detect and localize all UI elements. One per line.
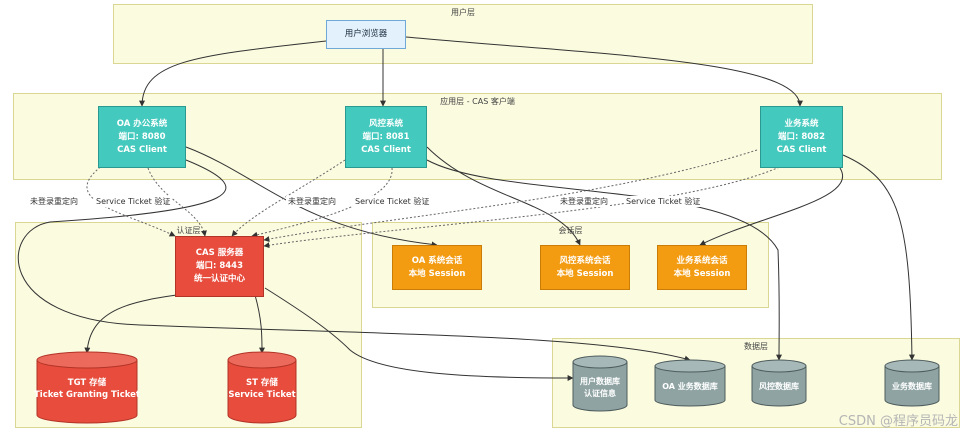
risk-session-node: 风控系统会话 本地 Session	[540, 245, 630, 290]
edge-label-redirect-oa: 未登录重定向	[28, 196, 80, 207]
edge-cas-st	[254, 294, 265, 354]
business-database-db	[884, 359, 940, 407]
edge-browser-biz	[405, 36, 803, 107]
st-storage-title: ST 存储	[246, 378, 278, 388]
risk-system-node: 风控系统 端口: 8081 CAS Client	[345, 106, 427, 168]
edge-label-redirect-biz: 未登录重定向	[558, 196, 610, 207]
cas-server-port: 端口: 8443	[195, 261, 244, 271]
edge-biz-validate	[263, 161, 791, 249]
user-layer: 用户层	[113, 4, 813, 64]
user-browser-node: 用户浏览器	[326, 20, 406, 49]
risk-session-name: 风控系统会话	[559, 255, 611, 266]
risk-system-name: 风控系统	[368, 118, 403, 129]
edge-oa-validate	[147, 167, 207, 237]
business-system-name: 业务系统	[784, 118, 819, 129]
edge-biz-redirect	[263, 149, 758, 242]
oa-system-node: OA 办公系统 端口: 8080 CAS Client	[98, 106, 186, 168]
oa-system-client: CAS Client	[117, 144, 167, 155]
st-storage-db	[227, 351, 297, 424]
edge-label-validate-risk: Service Ticket 验证	[353, 196, 432, 207]
edge-risk-db	[426, 159, 783, 361]
edge-cas-userdb	[264, 287, 574, 381]
st-storage-label: ST 存储 Service Ticket	[224, 372, 300, 406]
data-layer-title: 数据层	[744, 342, 768, 351]
edge-label-validate-oa: Service Ticket 验证	[94, 196, 173, 207]
business-system-node: 业务系统 端口: 8082 CAS Client	[760, 106, 843, 168]
user-database-subtitle: 认证信息	[584, 389, 616, 398]
risk-system-port: 端口: 8081	[362, 131, 410, 142]
oa-session-type: 本地 Session	[408, 268, 466, 279]
user-layer-title: 用户层	[451, 8, 475, 17]
oa-business-db-label: OA 业务数据库	[650, 375, 730, 399]
oa-system-port: 端口: 8080	[118, 131, 166, 142]
oa-business-db-title: OA 业务数据库	[662, 382, 718, 391]
cas-server-role: 统一认证中心	[193, 274, 245, 284]
business-system-client: CAS Client	[776, 144, 827, 155]
business-session-name: 业务系统会话	[676, 255, 728, 266]
oa-business-db	[654, 359, 726, 407]
user-browser-label: 用户浏览器	[344, 29, 388, 39]
tgt-storage-db	[36, 351, 138, 424]
business-database-label: 业务数据库	[881, 375, 943, 399]
risk-system-client: CAS Client	[361, 144, 411, 155]
tgt-storage-label: TGT 存储 Ticket Granting Ticket	[34, 372, 140, 406]
edge-oa-redirect	[86, 159, 176, 237]
user-database-db	[572, 355, 628, 412]
edge-label-validate-biz: Service Ticket 验证	[624, 196, 703, 207]
edge-browser-oa	[139, 40, 327, 107]
risk-database-title: 风控数据库	[759, 382, 799, 391]
user-database-title: 用户数据库	[580, 377, 620, 386]
edge-biz-session	[699, 167, 843, 246]
tgt-storage-subtitle: Ticket Granting Ticket	[34, 390, 140, 400]
risk-database-db	[751, 359, 807, 407]
business-database-title: 业务数据库	[892, 382, 932, 391]
business-session-type: 本地 Session	[673, 268, 731, 279]
st-storage-subtitle: Service Ticket	[228, 390, 296, 400]
business-session-node: 业务系统会话 本地 Session	[657, 245, 747, 290]
business-system-port: 端口: 8082	[777, 131, 826, 142]
user-database-label: 用户数据库 认证信息	[569, 371, 631, 405]
cas-server-node: CAS 服务器 端口: 8443 统一认证中心	[175, 236, 264, 297]
edge-risk-redirect	[231, 159, 346, 237]
risk-session-type: 本地 Session	[556, 268, 614, 279]
cas-server-name: CAS 服务器	[195, 248, 244, 258]
oa-system-name: OA 办公系统	[116, 118, 168, 129]
tgt-storage-title: TGT 存储	[67, 378, 107, 388]
oa-session-name: OA 系统会话	[411, 255, 463, 266]
edge-biz-db	[842, 154, 915, 361]
watermark: CSDN @程序员码龙	[838, 414, 958, 429]
edge-label-redirect-risk: 未登录重定向	[286, 196, 338, 207]
oa-session-node: OA 系统会话 本地 Session	[392, 245, 482, 290]
app-layer-title: 应用层 - CAS 客户端	[440, 97, 515, 106]
edge-risk-session	[426, 146, 581, 246]
edge-oa-db	[17, 159, 691, 362]
auth-layer-title: 认证层	[176, 226, 201, 235]
risk-database-label: 风控数据库	[748, 375, 810, 399]
